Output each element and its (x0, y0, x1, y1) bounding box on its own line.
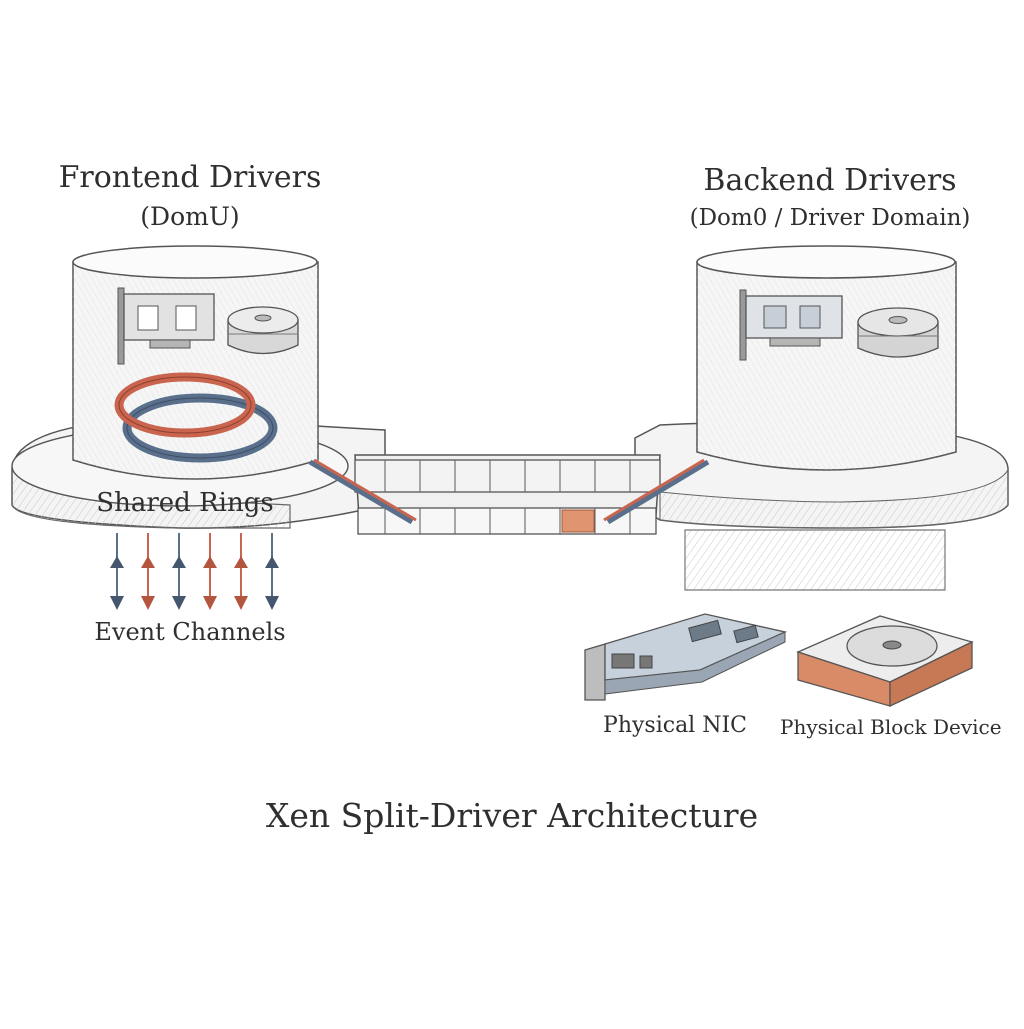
arrow-updown-icon (234, 533, 248, 610)
backend-connection-strip (603, 458, 710, 525)
event-channels-label: Event Channels (94, 618, 286, 646)
arrow-updown-icon (265, 533, 279, 610)
frontend-nic-icon (117, 287, 215, 365)
frontend-disk-icon (227, 306, 299, 355)
shared-ring-icons (114, 372, 278, 463)
arrow-updown-icon (172, 533, 186, 610)
arrow-updown-icon (203, 533, 217, 610)
physical-nic-label: Physical NIC (603, 713, 747, 738)
backend-drivers-subtitle: (Dom0 / Driver Domain) (689, 205, 971, 231)
frontend-connection-strip (308, 458, 417, 525)
shared-ring-buffer (354, 454, 661, 535)
frontend-cylinder (72, 245, 319, 480)
backend-cylinder (696, 245, 957, 471)
arrow-updown-icon (110, 533, 124, 610)
frontend-drivers-subtitle: (DomU) (140, 202, 240, 231)
diagram-caption: Xen Split-Driver Architecture (265, 796, 759, 835)
backend-drivers-title: Backend Drivers (703, 163, 957, 198)
frontend-drivers-title: Frontend Drivers (58, 160, 322, 195)
event-channel-arrows (110, 533, 279, 610)
backend-nic-icon (739, 289, 843, 361)
physical-nic-icon (584, 613, 788, 701)
shared-rings-label: Shared Rings (96, 488, 274, 518)
physical-block-device-icon (796, 615, 974, 708)
backend-disk-icon (857, 307, 939, 358)
physical-block-device-label: Physical Block Device (780, 715, 1002, 739)
arrow-updown-icon (141, 533, 155, 610)
